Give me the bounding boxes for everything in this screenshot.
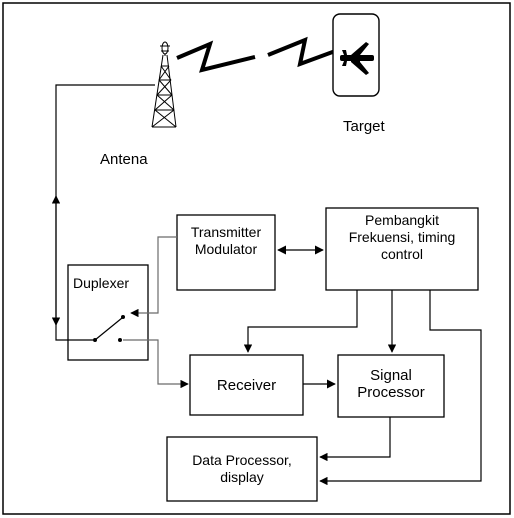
signal-processor-label-line2: Processor	[357, 384, 425, 401]
generator-label: Pembangkit Frekuensi, timing control	[326, 212, 478, 263]
generator-box	[325, 207, 479, 291]
receiver-label: Receiver	[216, 377, 277, 394]
transmitter-label: Transmitter Modulator	[178, 224, 274, 258]
data-processor-box	[166, 436, 318, 502]
airplane-icon	[332, 13, 380, 97]
generator-label-line3: control	[380, 246, 424, 262]
signal-processor-label: Signal Processor	[338, 367, 444, 401]
generator-label-line2: Frekuensi, timing	[348, 229, 456, 245]
transmitter-label-line1: Transmitter	[190, 224, 262, 240]
tx-to-duplexer-line	[130, 236, 177, 318]
data-processor-label-line2: display	[220, 469, 264, 485]
signal-to-data-line	[319, 417, 391, 462]
target-label: Target	[343, 118, 385, 135]
switch-pivot	[93, 338, 97, 342]
generator-label-line1: Pembangkit	[365, 212, 439, 228]
data-processor-label-line1: Data Processor,	[192, 452, 292, 468]
switch-contact-tx	[121, 315, 125, 319]
duplexer-switch-arm	[94, 317, 123, 341]
antenna-label: Antena	[100, 151, 148, 168]
generator-to-rx-line	[243, 290, 358, 353]
signal-processor-label-line1: Signal	[370, 367, 412, 384]
receiver-box	[189, 354, 304, 416]
signal-processor-box	[337, 354, 445, 418]
transmitter-box	[176, 214, 276, 291]
switch-contact-rx	[118, 338, 122, 342]
generator-to-data-line	[319, 290, 482, 486]
lightning-zigzag-icon	[267, 36, 339, 68]
lightning-zigzag-icon	[176, 40, 256, 73]
lattice-tower-antenna-icon	[151, 41, 177, 128]
data-processor-label: Data Processor, display	[167, 452, 317, 486]
duplexer-label: Duplexer	[73, 275, 130, 291]
duplexer-to-rx-line	[123, 339, 189, 389]
transmitter-label-line2: Modulator	[194, 241, 258, 257]
